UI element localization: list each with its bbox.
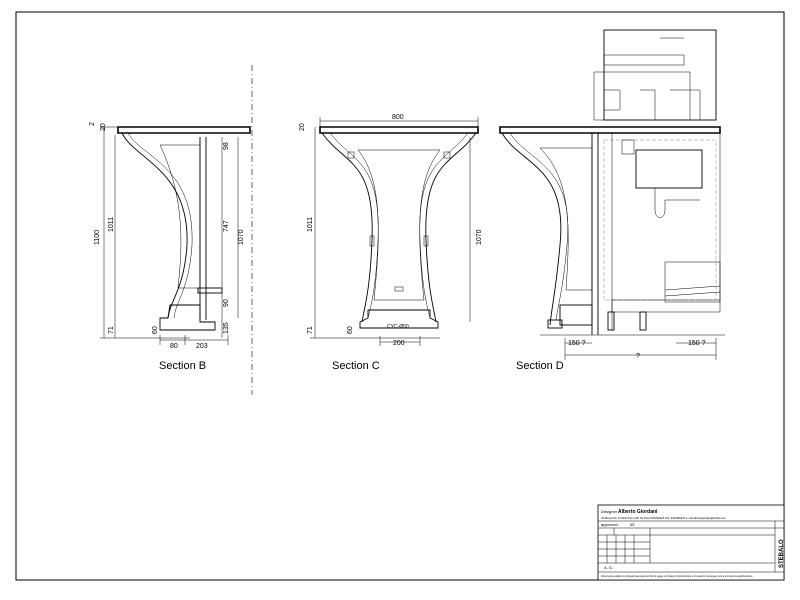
section-d-cabinet-hidden [603, 139, 717, 301]
section-c-pipe-label: CYC-Ø50 [387, 324, 409, 330]
section-c-dim-71: 71 [307, 326, 314, 334]
section-c-bracket [443, 151, 451, 159]
title-block: Designer Alberto Giordani Via Bertazzoli… [597, 504, 785, 581]
section-b-panel [159, 144, 201, 289]
section-d-base [559, 304, 593, 326]
section-c-countertop [319, 126, 479, 134]
section-c-bracket [369, 235, 375, 247]
title-block-frame [597, 504, 785, 581]
section-d-panel [539, 147, 593, 291]
section-d-dim-150-left: 150 ? [568, 340, 586, 347]
section-d-foot [547, 319, 563, 329]
section-c-dim-800: 800 [392, 114, 404, 121]
section-c: 800 20 1011 1070 71 60 CYC-Ø50 200 Secti… [299, 114, 483, 372]
section-b-outer-profile [121, 132, 188, 319]
title-block-approved-label: approved [601, 522, 618, 527]
section-d-dim-150-right: 150 ? [688, 340, 706, 347]
title-block-designer-label: Designer [601, 509, 618, 514]
section-b-base [159, 304, 216, 331]
section-b-caption: Section B [159, 360, 206, 372]
section-c-base [359, 309, 439, 329]
section-b-dim-1070: 1070 [238, 229, 245, 245]
title-block-approved-value: 55 [630, 522, 635, 527]
section-b-inner-profile [127, 132, 193, 319]
title-block-designer-name: Alberto Giordani [618, 509, 658, 515]
section-b-dim-2: 2 [89, 122, 96, 126]
section-b-dim-135: 135 [223, 322, 230, 334]
section-c-dim-20: 20 [299, 123, 306, 131]
section-d-detail-top [603, 54, 685, 66]
section-c-inner-profile [329, 132, 469, 319]
section-c-bracket [423, 235, 429, 247]
section-d-trap [654, 188, 700, 218]
section-d-sink [635, 149, 703, 189]
section-b-dim-90: 90 [223, 299, 230, 307]
section-b-countertop [117, 126, 251, 134]
section-d-detail-frame [603, 29, 717, 121]
section-c-panel [357, 149, 441, 301]
section-b-dim-80: 80 [170, 343, 178, 350]
section-b-dim-747: 747 [223, 220, 230, 232]
section-b-dim-71: 71 [108, 326, 115, 334]
section-c-dim-200: 200 [393, 340, 405, 347]
section-c-dim-1011: 1011 [307, 217, 314, 232]
title-block-brand: STEBALO [779, 539, 785, 568]
section-b: 1100 1011 2 20 98 747 1070 90 135 71 60 … [89, 65, 253, 395]
section-c-bracket [394, 286, 404, 292]
section-b-rail [197, 287, 223, 294]
section-d-countertop [499, 126, 721, 134]
section-c-dim-60: 60 [347, 326, 354, 334]
section-d-outer-profile [501, 132, 562, 326]
title-block-initials: A. G. [604, 565, 613, 570]
section-d-tap [621, 139, 635, 155]
section-d-inner-profile [509, 132, 569, 321]
section-c-outer-profile [321, 132, 477, 323]
section-d-leg [607, 311, 615, 331]
section-d-dim-overall: ? [636, 353, 640, 360]
section-b-dim-1011: 1011 [108, 217, 115, 232]
section-d-plinth [611, 299, 721, 313]
section-d-caption: Section D [516, 360, 564, 372]
section-b-dim-203: 203 [196, 343, 208, 350]
section-b-dim-98: 98 [223, 142, 230, 150]
section-c-dim-1070: 1070 [476, 229, 483, 245]
section-d-detail-wall [593, 71, 604, 121]
section-d: 150 ? 150 ? ? Section D [499, 29, 725, 372]
section-d-drawer [664, 261, 721, 303]
section-c-caption: Section C [332, 360, 380, 372]
section-d-detail-profile [604, 71, 701, 120]
section-d-drawer-rail [664, 285, 721, 297]
section-b-dim-60: 60 [152, 326, 159, 334]
section-c-bracket [347, 151, 355, 159]
section-b-dim-20: 20 [100, 123, 107, 131]
title-block-address: Via Bertazzoli, 8 20010 Pero (MI) Tel./F… [601, 516, 726, 520]
sheet-border [15, 11, 785, 581]
section-b-dim-1100: 1100 [94, 230, 101, 245]
title-block-footer: Documento redatto in proprietà riservata… [601, 575, 753, 578]
section-d-leg [639, 311, 647, 331]
